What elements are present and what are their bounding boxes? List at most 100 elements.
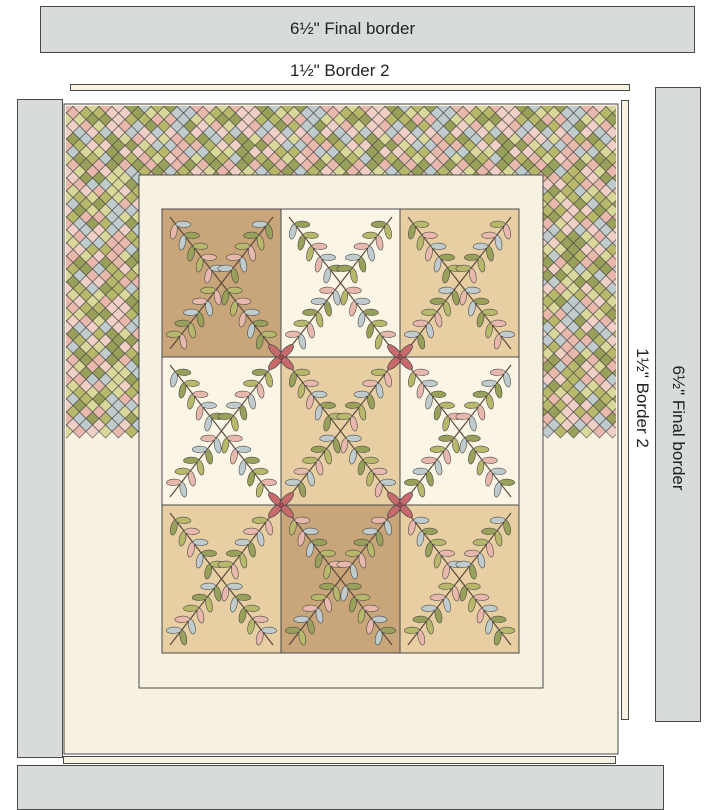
leaf: [201, 287, 216, 294]
leaf: [235, 243, 250, 250]
checker-square: [626, 263, 639, 276]
leaf: [337, 561, 352, 568]
checker-square: [645, 425, 658, 438]
checker-square: [658, 282, 671, 295]
checker-square: [665, 120, 678, 133]
checker-square: [626, 406, 639, 419]
leaf: [184, 528, 199, 535]
leaf: [464, 550, 479, 557]
leaf: [201, 583, 216, 590]
leaf: [404, 331, 419, 338]
checker-square: [658, 165, 671, 178]
leaf: [176, 517, 191, 524]
checker-square: [632, 256, 645, 269]
leaf: [226, 402, 241, 409]
checker-square: [671, 100, 684, 113]
checker-square: [665, 393, 678, 406]
checker-square: [632, 282, 645, 295]
checker-square: [639, 315, 652, 328]
leaf: [464, 254, 479, 261]
checker-square: [632, 386, 645, 399]
checker-square: [632, 126, 645, 139]
leaf: [362, 380, 377, 387]
leaf: [439, 435, 454, 442]
leaf: [175, 320, 190, 327]
checker-square: [658, 243, 671, 256]
leaf: [235, 391, 250, 398]
checker-square: [665, 302, 678, 315]
checker-square: [619, 295, 632, 308]
leaf: [184, 380, 199, 387]
checker-square: [626, 328, 639, 341]
checker-square: [626, 146, 639, 159]
leaf: [193, 539, 208, 546]
leaf: [183, 309, 198, 316]
leaf: [201, 254, 216, 261]
leaf: [355, 594, 370, 601]
checker-square: [645, 373, 658, 386]
checker-square: [652, 133, 665, 146]
checker-square: [639, 159, 652, 172]
checker-square: [632, 399, 645, 412]
leaf: [431, 539, 446, 546]
leaf: [371, 369, 386, 376]
checker-square: [639, 94, 652, 107]
leaf: [500, 627, 515, 634]
leaf: [439, 583, 454, 590]
checker-square: [626, 380, 639, 393]
checker-square: [652, 159, 665, 172]
leaf: [262, 479, 277, 486]
leaf: [311, 446, 326, 453]
checker-square: [671, 282, 684, 295]
checker-square: [652, 341, 665, 354]
leaf: [421, 309, 436, 316]
checker-square: [665, 146, 678, 159]
leaf: [345, 254, 360, 261]
checker-square: [619, 269, 632, 282]
checker-square: [652, 146, 665, 159]
leaf: [430, 446, 445, 453]
checker-square: [619, 178, 632, 191]
leaf: [491, 320, 506, 327]
checker-square: [671, 425, 684, 438]
leaf: [465, 287, 480, 294]
checker-square: [639, 393, 652, 406]
checker-square: [645, 243, 658, 256]
flower-center: [279, 503, 284, 508]
leaf: [226, 550, 241, 557]
checker-square: [652, 237, 665, 250]
leaf: [294, 616, 309, 623]
checker-square: [658, 139, 671, 152]
leaf: [404, 479, 419, 486]
leaf: [312, 391, 327, 398]
checker-square: [652, 406, 665, 419]
leaf: [262, 627, 277, 634]
checker-square: [619, 347, 632, 360]
leaf: [490, 369, 505, 376]
checker-square: [632, 321, 645, 334]
leaf: [302, 605, 317, 612]
leaf: [422, 528, 437, 535]
flower-center: [398, 355, 403, 360]
leaf: [320, 550, 335, 557]
checker-square: [645, 334, 658, 347]
checker-square: [665, 94, 678, 107]
checker-square: [645, 399, 658, 412]
checker-square: [645, 256, 658, 269]
checker-square: [671, 191, 684, 204]
leaf: [253, 616, 268, 623]
checker-square: [626, 419, 639, 432]
checker-square: [619, 230, 632, 243]
checker-square: [645, 152, 658, 165]
checker-square: [626, 250, 639, 263]
checker-square: [639, 302, 652, 315]
leaf: [404, 627, 419, 634]
leaf: [482, 457, 497, 464]
leaf: [482, 309, 497, 316]
checker-square: [626, 315, 639, 328]
checker-square: [665, 172, 678, 185]
checker-square: [671, 386, 684, 399]
leaf: [192, 594, 207, 601]
checker-square: [671, 373, 684, 386]
checker-square: [626, 224, 639, 237]
